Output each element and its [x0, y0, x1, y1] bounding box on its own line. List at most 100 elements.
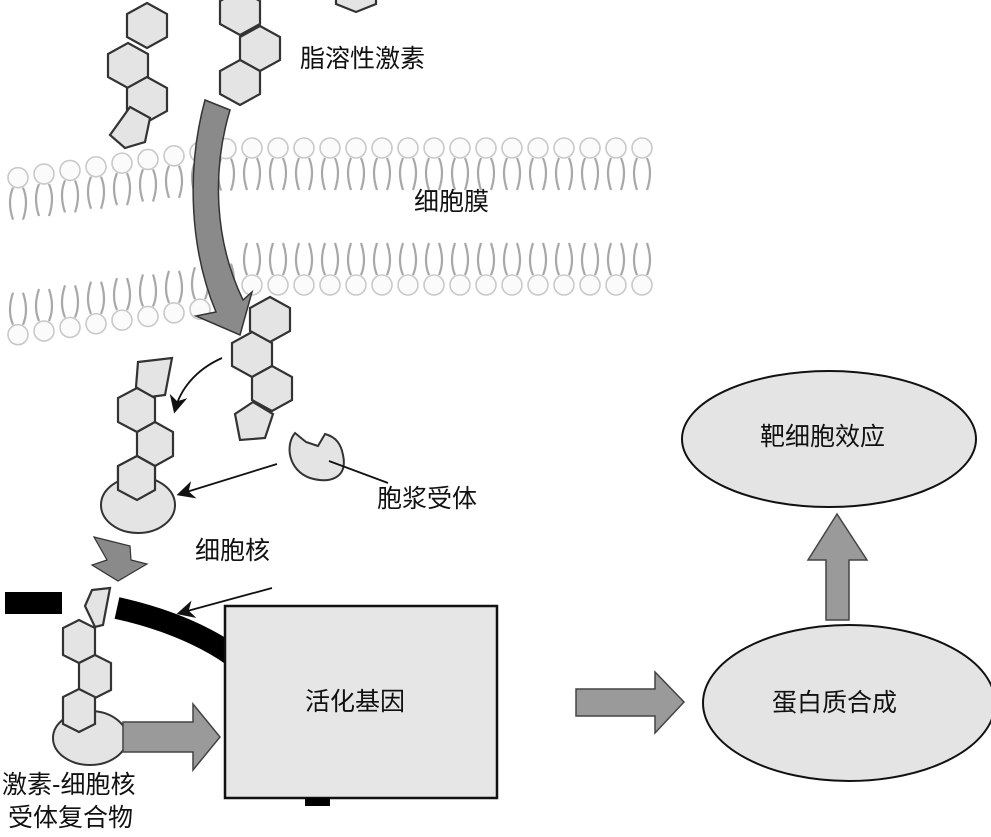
activated-gene-box	[223, 604, 499, 800]
lipid-tail	[60, 179, 80, 213]
lipid-head	[449, 137, 471, 159]
lipid-tail	[632, 242, 652, 276]
lipid-head	[293, 274, 315, 296]
label-fat-soluble-hormone: 脂溶性激素	[300, 44, 426, 73]
lipid-tail	[86, 176, 106, 210]
label-nucleus: 细胞核	[195, 536, 271, 565]
lipid-tail	[528, 157, 548, 191]
lipid-tail	[502, 242, 522, 276]
lipid-head	[605, 137, 627, 159]
lipid-tail	[580, 242, 600, 276]
lipid-head	[631, 137, 653, 159]
lipid-tail	[606, 157, 626, 191]
lipid-tail	[268, 242, 288, 276]
lipid-tail	[372, 242, 392, 276]
lipid-tail	[476, 157, 496, 191]
lipid-head	[605, 274, 627, 296]
lipid-tail	[554, 157, 574, 191]
lipid-tail	[320, 242, 340, 276]
lipid-head	[423, 137, 445, 159]
lipid-head	[371, 137, 393, 159]
label-target-cell-effect: 靶细胞效应	[760, 422, 886, 451]
lipid-tail	[346, 242, 366, 276]
lipid-head	[449, 274, 471, 296]
label-complex-line1: 激素-细胞核	[2, 770, 136, 799]
protein-synthesis-node	[702, 624, 991, 782]
lipid-tail	[112, 172, 132, 206]
label-protein-synthesis: 蛋白质合成	[772, 688, 898, 717]
label-cytoplasmic-receptor: 胞浆受体	[377, 484, 478, 513]
lipid-tail	[476, 242, 496, 276]
binding-arrow	[169, 357, 223, 414]
lipid-head	[345, 137, 367, 159]
lipid-head	[111, 152, 133, 174]
target-cell-effect-node	[681, 370, 977, 508]
lipid-head	[33, 320, 55, 342]
lipid-tail	[294, 242, 314, 276]
lipid-tail	[320, 157, 340, 191]
arrow-to-protein	[575, 670, 686, 735]
nuclear-envelope-left	[5, 592, 62, 614]
lipid-tail	[554, 242, 574, 276]
receptor-arrow	[176, 463, 278, 499]
lipid-head	[631, 274, 653, 296]
lipid-head	[59, 316, 81, 339]
lipid-tail	[86, 281, 106, 315]
lipid-head	[319, 137, 341, 159]
lipid-tail	[8, 292, 28, 326]
label-activated-gene: 活化基因	[305, 687, 406, 716]
lipid-tail	[268, 157, 288, 191]
arrow-to-gene	[122, 701, 221, 773]
lipid-head	[293, 137, 315, 159]
lipid-tail	[450, 242, 470, 276]
lipid-head	[163, 302, 185, 324]
hormone-molecule-3	[334, 0, 378, 14]
lipid-head	[475, 274, 497, 296]
lipid-tail	[502, 157, 522, 191]
lipid-head	[397, 274, 419, 296]
lipid-tail	[450, 157, 470, 191]
lipid-tail	[606, 242, 626, 276]
lipid-tail	[164, 270, 184, 304]
lipid-tail	[294, 157, 314, 191]
lipid-tail	[424, 157, 444, 191]
lipid-tail	[398, 157, 418, 191]
lipid-head	[319, 274, 341, 296]
lipid-head	[527, 274, 549, 296]
cell-membrane	[7, 137, 653, 346]
label-cell-membrane: 细胞膜	[414, 187, 490, 216]
lipid-tail	[242, 242, 262, 276]
cytoplasmic-receptor	[288, 431, 345, 482]
lipid-head	[7, 323, 29, 346]
lipid-tail	[34, 288, 54, 322]
lipid-head	[579, 274, 601, 296]
arrow-to-effect	[806, 512, 869, 621]
lipid-tail	[216, 158, 236, 191]
entry-arrow	[192, 98, 254, 337]
lipid-head	[163, 145, 185, 167]
lipid-head	[7, 166, 29, 189]
hormone-molecule-1	[106, 1, 169, 150]
lipid-tail	[164, 165, 184, 199]
hormone-in-cytoplasm	[230, 295, 294, 442]
nucleus-label-line	[176, 587, 273, 618]
lipid-head	[527, 137, 549, 159]
lipid-tail	[346, 157, 366, 191]
lipid-head	[371, 274, 393, 296]
lipid-tail	[138, 169, 158, 202]
lipid-head	[59, 159, 81, 182]
lipid-head	[267, 137, 289, 159]
lipid-head	[423, 274, 445, 296]
nucleus-entry-arrow	[90, 536, 149, 582]
lipid-head	[241, 137, 263, 159]
lipid-head	[241, 274, 263, 296]
lipid-head	[85, 155, 107, 178]
box-tab	[305, 798, 330, 806]
lipid-head	[85, 312, 107, 335]
lipid-head	[345, 274, 367, 296]
lipid-head	[33, 163, 55, 185]
lipid-head	[397, 137, 419, 159]
lipid-tail	[112, 277, 132, 311]
lipid-head	[553, 274, 575, 296]
lipid-tail	[34, 183, 54, 217]
